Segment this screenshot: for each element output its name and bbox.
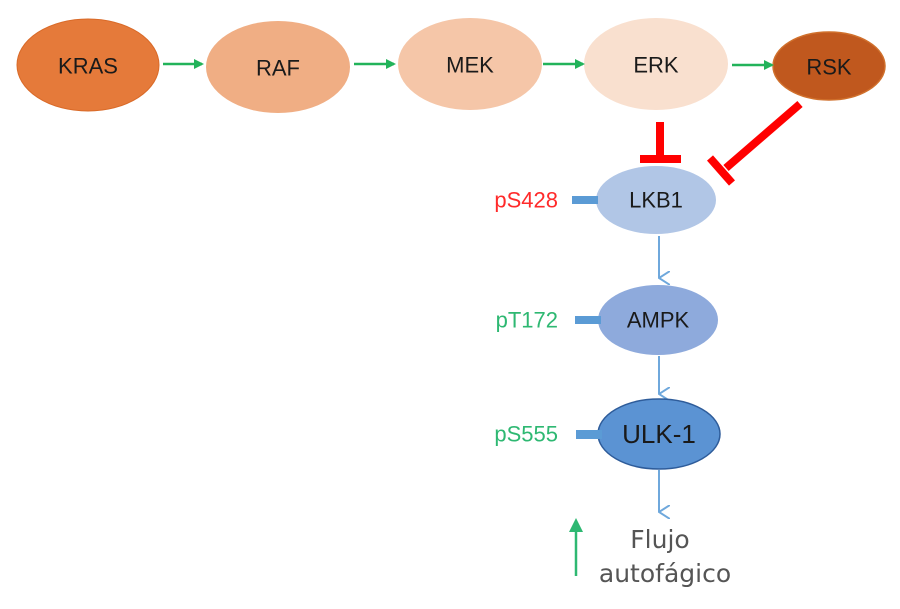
node-ampk-label: AMPK	[627, 308, 690, 333]
inhibition-erk-lkb1	[640, 122, 681, 163]
node-rsk: RSK	[772, 31, 886, 101]
node-erk: ERK	[584, 18, 728, 110]
node-mek-label: MEK	[446, 53, 494, 78]
site-label-pt172: pT172	[496, 308, 558, 333]
output-label-line2: autofágico	[599, 559, 731, 588]
node-ampk: AMPK	[598, 285, 718, 355]
node-mek: MEK	[398, 18, 542, 110]
node-ulk1-label: ULK-1	[622, 419, 696, 449]
phospho-bar-lkb1	[572, 196, 598, 204]
node-kras-label: KRAS	[58, 54, 118, 79]
site-label-ps428: pS428	[494, 188, 558, 213]
node-lkb1: LKB1	[596, 166, 716, 234]
node-rsk-label: RSK	[806, 55, 852, 80]
output-label-line1: Flujo	[630, 525, 689, 554]
node-raf-label: RAF	[256, 56, 300, 81]
up-arrow-icon	[569, 518, 583, 576]
inhibition-rsk-lkb1	[706, 100, 803, 186]
node-erk-label: ERK	[633, 53, 679, 78]
node-kras: KRAS	[16, 18, 160, 112]
node-ulk1: ULK-1	[597, 398, 721, 470]
phospho-bar-ampk	[575, 316, 601, 324]
phospho-bar-ulk1	[576, 430, 602, 439]
node-raf: RAF	[206, 21, 350, 113]
node-lkb1-label: LKB1	[629, 188, 683, 213]
site-label-ps555: pS555	[494, 422, 558, 447]
